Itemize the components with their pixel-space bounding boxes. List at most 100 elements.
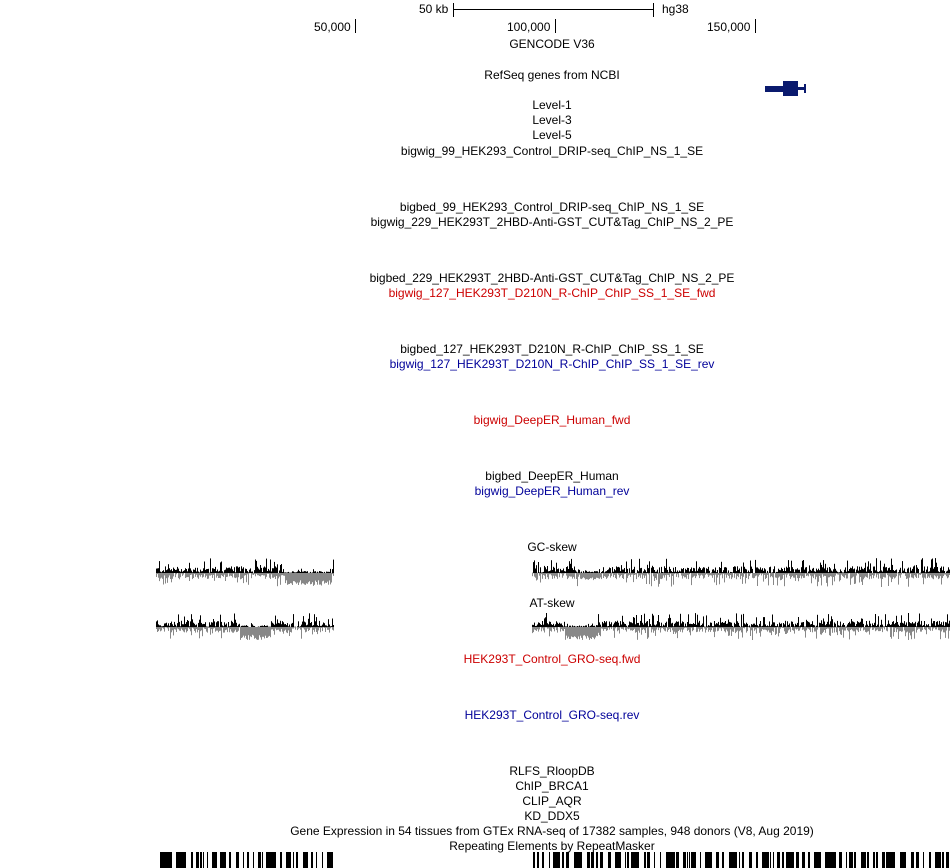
wiggle-bar-positive — [792, 567, 793, 573]
track-label-gc-skew[interactable]: GC-skew — [527, 540, 577, 554]
track-label-deeper-rev[interactable]: bigwig_DeepER_Human_rev — [474, 484, 630, 498]
wiggle-bar-positive — [320, 571, 321, 573]
wiggle-bar-positive — [724, 567, 725, 573]
wiggle-bar-negative — [682, 573, 683, 579]
wiggle-bar-positive — [262, 572, 263, 573]
wiggle-bar-positive — [908, 567, 909, 573]
wiggle-bar-negative — [726, 573, 727, 578]
track-label-level1[interactable]: Level-1 — [532, 98, 572, 112]
wiggle-bar-positive — [916, 565, 917, 573]
wiggle-bar-positive — [746, 569, 747, 573]
track-label-gencode[interactable]: GENCODE V36 — [509, 37, 595, 51]
wiggle-bar-positive — [274, 561, 275, 573]
wiggle-bar-negative — [599, 627, 600, 636]
wiggle-bar-positive — [272, 568, 273, 573]
track-label-bigwig-229[interactable]: bigwig_229_HEK293T_2HBD-Anti-GST_CUT&Tag… — [370, 215, 734, 229]
wiggle-bar-negative — [209, 627, 210, 629]
repeat-element — [243, 852, 244, 868]
wiggle-bar-negative — [273, 573, 274, 578]
track-label-refseq[interactable]: RefSeq genes from NCBI — [484, 68, 620, 82]
track-label-level3[interactable]: Level-3 — [532, 113, 572, 127]
wiggle-bar-negative — [592, 573, 593, 578]
track-label-bigwig-127-fwd[interactable]: bigwig_127_HEK293T_D210N_R-ChIP_ChIP_SS_… — [388, 286, 716, 300]
wiggle-bar-positive — [853, 569, 854, 573]
track-label-bigwig-99[interactable]: bigwig_99_HEK293_Control_DRIP-seq_ChIP_N… — [400, 144, 704, 158]
track-label-gtex[interactable]: Gene Expression in 54 tissues from GTEx … — [290, 824, 814, 838]
ruler-position-label: 100,000 — [507, 20, 551, 34]
track-label-bigbed-99[interactable]: bigbed_99_HEK293_Control_DRIP-seq_ChIP_N… — [399, 200, 705, 214]
wiggle-bar-negative — [845, 573, 846, 576]
wiggle-bar-negative — [870, 627, 871, 629]
wiggle-bar-positive — [202, 624, 203, 627]
wiggle-bar-positive — [889, 623, 890, 627]
track-label-bigbed-127[interactable]: bigbed_127_HEK293T_D210N_R-ChIP_ChIP_SS_… — [400, 342, 704, 356]
track-label-rlfs[interactable]: RLFS_RloopDB — [509, 764, 595, 778]
wiggle-bar-positive — [769, 621, 770, 627]
track-label-at-skew[interactable]: AT-skew — [529, 596, 575, 610]
wiggle-bar-positive — [878, 572, 879, 573]
wiggle-bar-positive — [161, 626, 162, 627]
refseq-gene-feature[interactable] — [765, 81, 806, 96]
track-label-bigbed-229[interactable]: bigbed_229_HEK293T_2HBD-Anti-GST_CUT&Tag… — [369, 271, 735, 285]
wiggle-bar-negative — [866, 627, 867, 633]
track-label-chip-brca1[interactable]: ChIP_BRCA1 — [515, 779, 589, 793]
wiggle-bar-positive — [248, 572, 249, 573]
wiggle-bar-negative — [162, 573, 163, 579]
wiggle-bar-negative — [283, 573, 284, 576]
wiggle-bar-positive — [904, 568, 905, 573]
wiggle-bar-negative — [261, 627, 262, 640]
wiggle-bar-positive — [922, 625, 923, 627]
wiggle-bar-negative — [266, 573, 267, 577]
wiggle-bar-negative — [284, 627, 285, 631]
track-label-gro-rev[interactable]: HEK293T_Control_GRO-seq.rev — [464, 708, 640, 722]
wiggle-bar-negative — [907, 573, 908, 579]
wiggle-bar-negative — [163, 627, 164, 629]
wiggle-bar-positive — [831, 616, 832, 627]
wiggle-bar-positive — [851, 619, 852, 627]
wiggle-bar-positive — [629, 568, 630, 573]
wiggle-bar-positive — [218, 571, 219, 573]
wiggle-bar-negative — [297, 573, 298, 583]
track-label-bigwig-127-rev[interactable]: bigwig_127_HEK293T_D210N_R-ChIP_ChIP_SS_… — [389, 357, 715, 371]
track-label-clip-aqr[interactable]: CLIP_AQR — [522, 794, 582, 808]
repeat-element — [808, 852, 810, 868]
wiggle-bar-positive — [826, 624, 827, 627]
wiggle-bar-negative — [159, 627, 160, 630]
wiggle-bar-positive — [770, 626, 771, 627]
wiggle-bar-negative — [234, 573, 235, 578]
wiggle-bar-positive — [683, 568, 684, 573]
wiggle-bar-positive — [845, 567, 846, 573]
wiggle-bar-negative — [315, 627, 316, 629]
track-label-level5[interactable]: Level-5 — [532, 128, 572, 142]
track-label-kd-ddx5[interactable]: KD_DDX5 — [524, 809, 580, 823]
wiggle-bar-positive — [323, 622, 324, 627]
wiggle-bar-positive — [160, 571, 161, 573]
wiggle-bar-positive — [186, 622, 187, 627]
wiggle-bar-positive — [160, 625, 161, 627]
wiggle-bar-negative — [926, 627, 927, 635]
wiggle-bar-negative — [888, 573, 889, 586]
track-label-gro-fwd[interactable]: HEK293T_Control_GRO-seq.fwd — [463, 652, 641, 666]
wiggle-bar-negative — [211, 573, 212, 575]
wiggle-bar-positive — [816, 625, 817, 627]
wiggle-bar-negative — [614, 573, 615, 575]
wiggle-bar-negative — [313, 573, 314, 586]
wiggle-bar-negative — [235, 627, 236, 630]
wiggle-bar-negative — [736, 573, 737, 580]
wiggle-bar-positive — [906, 622, 907, 627]
wiggle-bar-positive — [624, 568, 625, 573]
wiggle-bar-positive — [878, 616, 879, 627]
track-label-rmsk[interactable]: Repeating Elements by RepeatMasker — [449, 839, 655, 853]
wiggle-bar-positive — [219, 570, 220, 573]
wiggle-bar-negative — [546, 573, 547, 574]
wiggle-bar-positive — [913, 566, 914, 573]
wiggle-bar-positive — [688, 614, 689, 627]
wiggle-bar-positive — [835, 568, 836, 573]
track-label-deeper-fwd[interactable]: bigwig_DeepER_Human_fwd — [473, 413, 631, 427]
wiggle-bar-negative — [217, 573, 218, 576]
wiggle-bar-positive — [837, 571, 838, 573]
track-label-deeper-bed[interactable]: bigbed_DeepER_Human — [485, 469, 619, 483]
wiggle-bar-positive — [868, 561, 869, 573]
wiggle-bar-positive — [218, 621, 219, 627]
wiggle-bar-negative — [839, 573, 840, 582]
